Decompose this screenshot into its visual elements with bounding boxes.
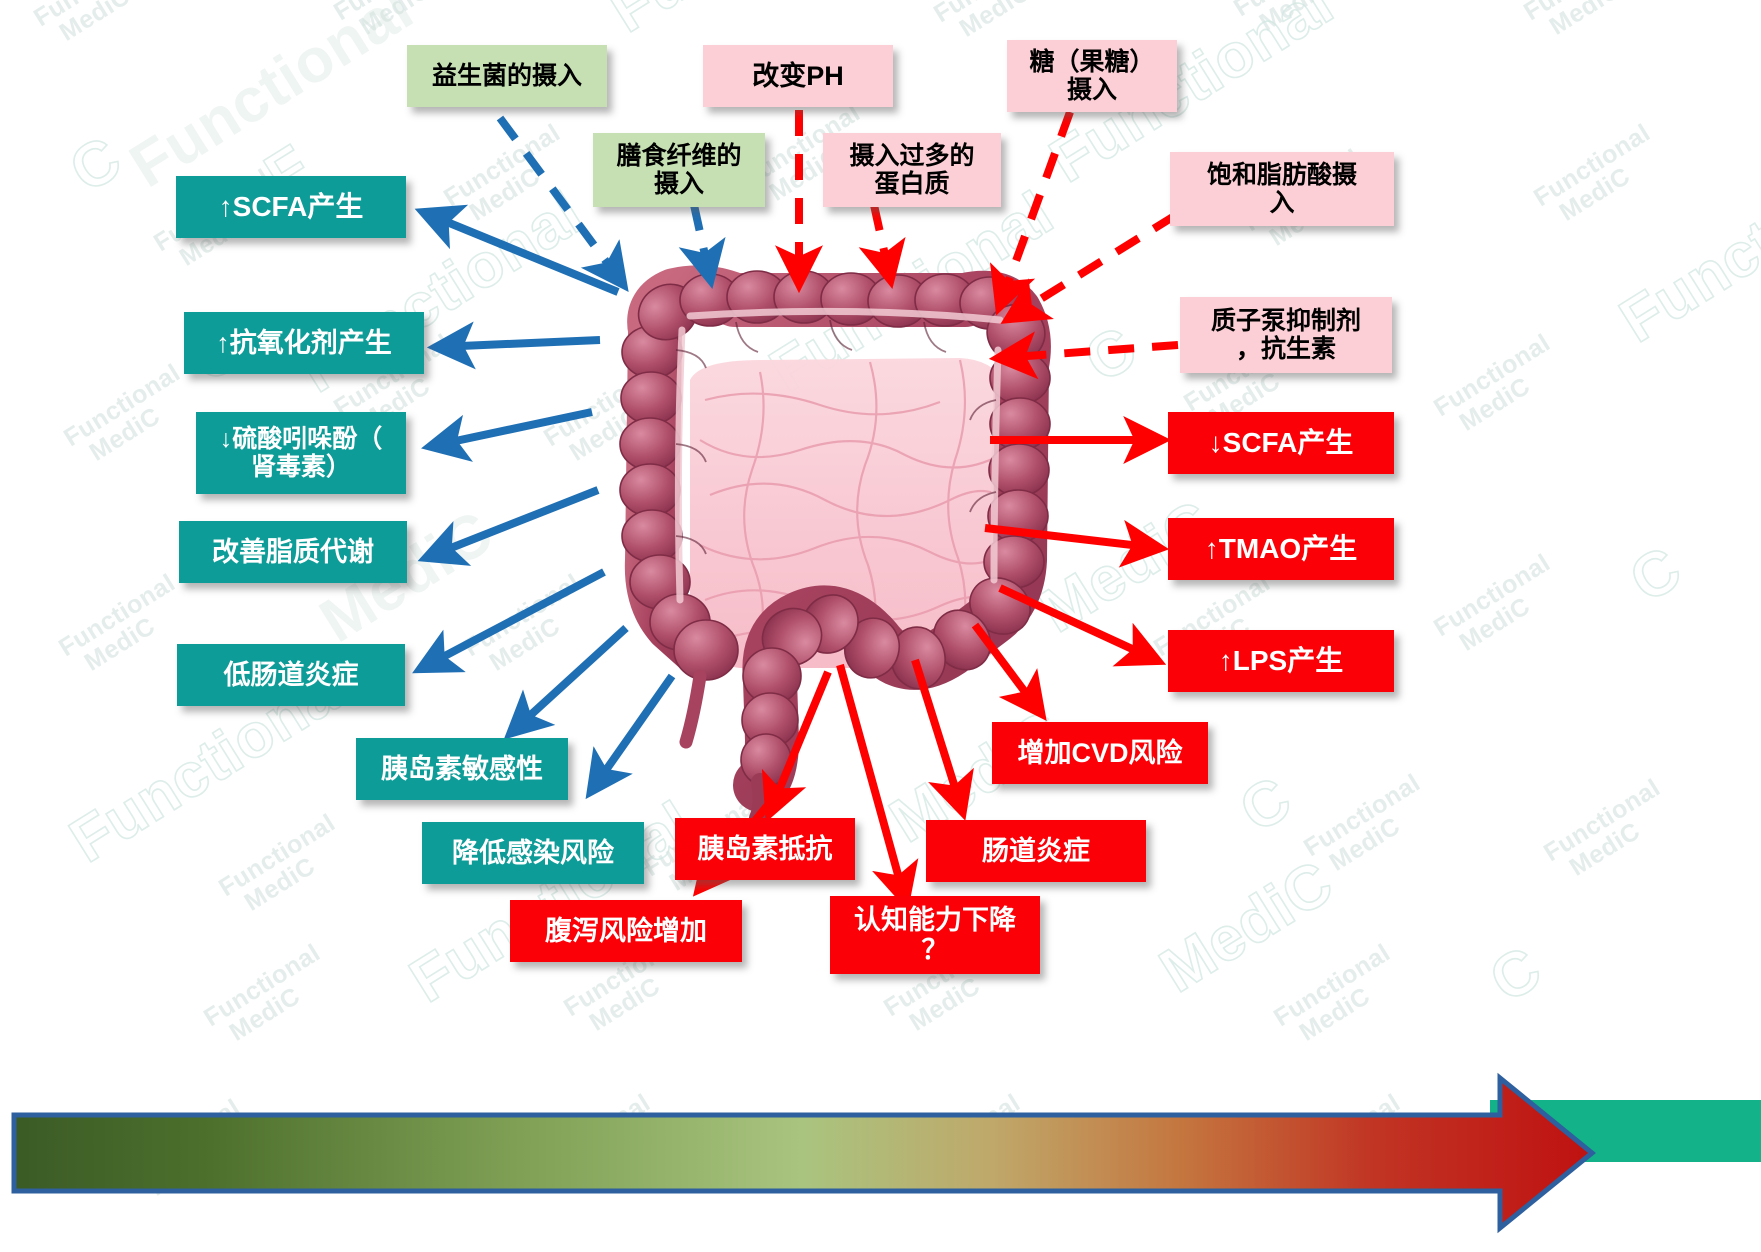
input-label: 糖（果糖） 摄入 (1029, 48, 1155, 104)
input-box-probiotic-intake[interactable]: 益生菌的摄入 (407, 45, 607, 107)
outcome-label: 改善脂质代谢 (212, 536, 374, 567)
outcome-box-diarrhea-risk-up[interactable]: 腹泻风险增加 (510, 900, 742, 962)
output-arrow-insulin-sensitivity (503, 625, 629, 740)
input-label: 膳食纤维的 摄入 (616, 142, 742, 198)
watermark: C (58, 123, 135, 207)
outcome-box-scfa-up[interactable]: ↑SCFA产生 (176, 176, 406, 238)
input-label: 饱和脂肪酸摄 入 (1206, 161, 1357, 217)
outcome-label: 降低感染风险 (452, 837, 614, 868)
outcome-box-cognitive-decline[interactable]: 认知能力下降 ？ (830, 896, 1040, 974)
input-box-ppi-antibiotics[interactable]: 质子泵抑制剂 ，抗生素 (1180, 297, 1392, 373)
input-arrow-saturated-fat (1000, 211, 1179, 324)
small-intestine (690, 358, 1012, 668)
input-box-saturated-fat[interactable]: 饱和脂肪酸摄 入 (1170, 152, 1394, 226)
input-arrow-protein (858, 204, 906, 289)
outcome-box-insulin-resistance[interactable]: 胰岛素抵抗 (675, 818, 855, 880)
output-arrow-scfa-up (414, 204, 620, 296)
spectrum-arrow-shape (11, 1072, 1596, 1234)
input-box-excess-protein[interactable]: 摄入过多的 蛋白质 (823, 133, 1001, 207)
watermark: C (1478, 933, 1555, 1017)
outcome-label: 胰岛素抵抗 (697, 833, 833, 864)
output-arrow-insulin-resistance (761, 670, 832, 823)
outcome-box-scfa-down[interactable]: ↓SCFA产生 (1168, 412, 1394, 474)
watermark: C (1228, 763, 1305, 847)
spectrum-end-block (1490, 1100, 1761, 1162)
watermark: MediC (1148, 847, 1346, 1007)
input-arrow-sugar (989, 110, 1074, 316)
outcome-label: 胰岛素敏感性 (381, 753, 543, 784)
outcome-box-indoxyl-sulfate-down[interactable]: ↓硫酸吲哚酚（ 肾毒素） (196, 412, 406, 494)
outcome-label: ↑LPS产生 (1218, 645, 1344, 677)
outcome-label: ↓SCFA产生 (1208, 427, 1354, 459)
input-label: 益生菌的摄入 (431, 62, 582, 90)
outcome-label: 认知能力下降 ？ (854, 904, 1016, 965)
watermark: C (1618, 533, 1695, 617)
outcome-label: 增加CVD风险 (1017, 737, 1183, 768)
output-arrow-lipid-metabolism (417, 486, 600, 566)
input-arrow-ppi (988, 331, 1179, 380)
input-label: 改变PH (752, 60, 844, 91)
output-arrow-low-inflammation (412, 568, 606, 674)
watermark: Functional (758, 178, 1066, 407)
outcome-label: ↑TMAO产生 (1204, 533, 1358, 565)
outcome-box-lower-infection-risk[interactable]: 降低感染风险 (422, 822, 644, 884)
watermark: Functional (1608, 128, 1761, 357)
output-arrow-lps-up (998, 584, 1167, 667)
outcome-label: 腹泻风险增加 (545, 915, 707, 946)
watermark: Functional (118, 0, 426, 201)
outcome-label: ↑抗氧化剂产生 (216, 327, 392, 358)
outcome-label: ↓硫酸吲哚酚（ 肾毒素） (219, 425, 383, 481)
output-arrow-cvd-risk (971, 622, 1047, 721)
outcome-box-antioxidant-up[interactable]: ↑抗氧化剂产生 (184, 312, 424, 374)
watermark: Functional (598, 0, 906, 47)
outcome-label: ↑SCFA产生 (218, 191, 364, 223)
outcome-box-improved-lipid-metabolism[interactable]: 改善脂质代谢 (179, 521, 407, 583)
input-arrow-fiber (678, 204, 726, 289)
output-arrow-tmao-up (984, 519, 1170, 568)
input-box-dietary-fiber-intake[interactable]: 膳食纤维的 摄入 (593, 133, 765, 207)
outcome-box-low-gut-inflammation[interactable]: 低肠道炎症 (177, 644, 405, 706)
watermark: C (1073, 313, 1150, 397)
outcome-box-gut-inflammation[interactable]: 肠道炎症 (926, 820, 1146, 882)
output-arrow-gut-inflammation (911, 658, 974, 821)
output-arrow-indoxyl-down (421, 408, 593, 462)
outcome-box-tmao-up[interactable]: ↑TMAO产生 (1168, 518, 1394, 580)
large-intestine (619, 265, 1051, 827)
input-label: 摄入过多的 蛋白质 (849, 142, 975, 198)
outcome-label: 肠道炎症 (982, 835, 1090, 866)
output-arrow-lower-infection (585, 673, 676, 800)
output-arrow-antioxidant-up (426, 321, 601, 370)
outcome-box-insulin-sensitivity[interactable]: 胰岛素敏感性 (356, 738, 568, 800)
outcome-box-increased-cvd-risk[interactable]: 增加CVD风险 (992, 722, 1208, 784)
outcome-label: 低肠道炎症 (223, 659, 359, 690)
input-box-change-ph[interactable]: 改变PH (703, 45, 893, 107)
outcome-box-lps-up[interactable]: ↑LPS产生 (1168, 630, 1394, 692)
input-label: 质子泵抑制剂 ，抗生素 (1210, 307, 1361, 363)
input-box-sugar-fructose[interactable]: 糖（果糖） 摄入 (1007, 40, 1177, 112)
